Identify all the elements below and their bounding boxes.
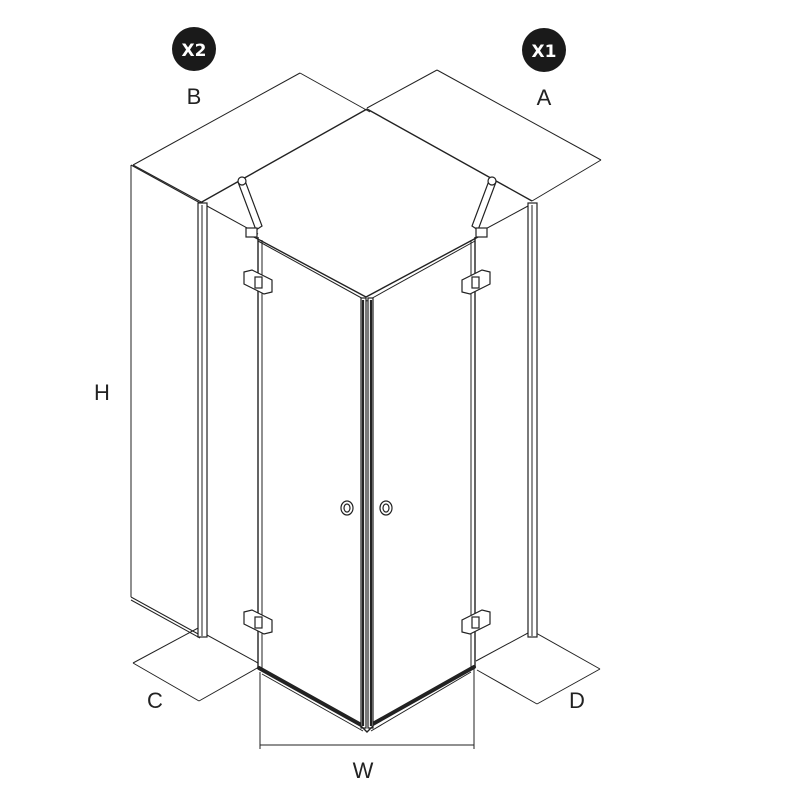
dimension-a-line [366, 69, 602, 202]
dimension-b-line [132, 72, 371, 204]
right-support-bar [471, 176, 497, 238]
label-c: C [147, 688, 163, 713]
right-upper-hinge [461, 269, 491, 295]
label-h: H [94, 380, 110, 405]
left-upper-hinge [243, 269, 273, 295]
right-door-knob [379, 500, 393, 516]
label-b: B [187, 84, 202, 109]
dimension-d-line [476, 632, 601, 705]
center-corner-post [360, 297, 374, 733]
right-lower-hinge [461, 609, 491, 635]
badge-x1-label: X1 [532, 42, 557, 62]
left-wall-profile [197, 202, 259, 638]
label-d: D [569, 688, 585, 713]
dimension-w-line [259, 668, 475, 749]
left-lower-hinge [243, 609, 273, 635]
right-wall-profile [477, 202, 538, 638]
badge-x2-label: X2 [182, 41, 207, 61]
dimension-c-line [132, 626, 260, 702]
dimension-h-line [130, 164, 203, 639]
badge-x2: X2 [172, 27, 216, 71]
label-a: A [537, 85, 552, 110]
left-door-knob [340, 500, 354, 516]
badge-x1: X1 [522, 28, 566, 72]
left-support-bar [237, 176, 263, 238]
label-w: W [353, 758, 374, 783]
left-door-panel [206, 237, 365, 732]
right-door-panel [369, 237, 529, 732]
enclosure-top-outline [199, 108, 533, 302]
